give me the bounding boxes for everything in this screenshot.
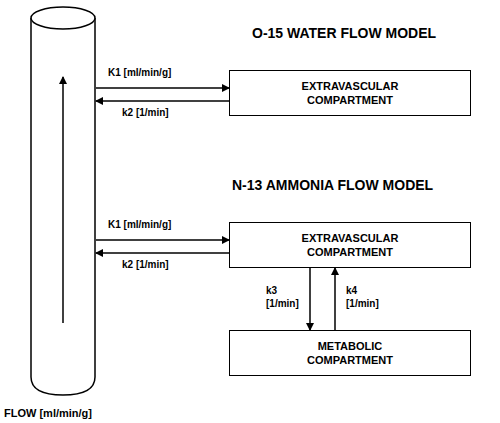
- rate-arrow: [96, 252, 229, 254]
- rate-label: K1 [ml/min/g]: [108, 218, 218, 231]
- flow-arrow: [62, 77, 64, 323]
- compartment-box: METABOLIC COMPARTMENT: [229, 330, 471, 376]
- model-title: N-13 AMMONIA FLOW MODEL: [232, 177, 433, 193]
- rate-label: K1 [ml/min/g]: [108, 66, 218, 79]
- flow-tube: FLOW [ml/min/g]: [30, 5, 96, 397]
- rate-arrow: [96, 239, 229, 241]
- box-label: EXTRAVASCULAR COMPARTMENT: [290, 231, 410, 259]
- rate-arrow: [334, 268, 336, 330]
- rate-label: k2 [1/min]: [122, 258, 212, 271]
- rate-label: k4 [1/min]: [346, 284, 386, 310]
- compartment-box: EXTRAVASCULAR COMPARTMENT: [229, 70, 471, 116]
- rate-arrow: [309, 268, 311, 330]
- rate-arrow: [96, 87, 229, 89]
- rate-label: k3 [1/min]: [266, 284, 306, 310]
- tube-outline: [30, 5, 96, 397]
- box-label: METABOLIC COMPARTMENT: [290, 339, 410, 367]
- box-label: EXTRAVASCULAR COMPARTMENT: [290, 79, 410, 107]
- rate-arrow: [96, 100, 229, 102]
- rate-label: k2 [1/min]: [122, 106, 212, 119]
- flow-label: FLOW [ml/min/g]: [4, 407, 92, 419]
- compartment-box: EXTRAVASCULAR COMPARTMENT: [229, 222, 471, 268]
- model-title: O-15 WATER FLOW MODEL: [252, 25, 436, 41]
